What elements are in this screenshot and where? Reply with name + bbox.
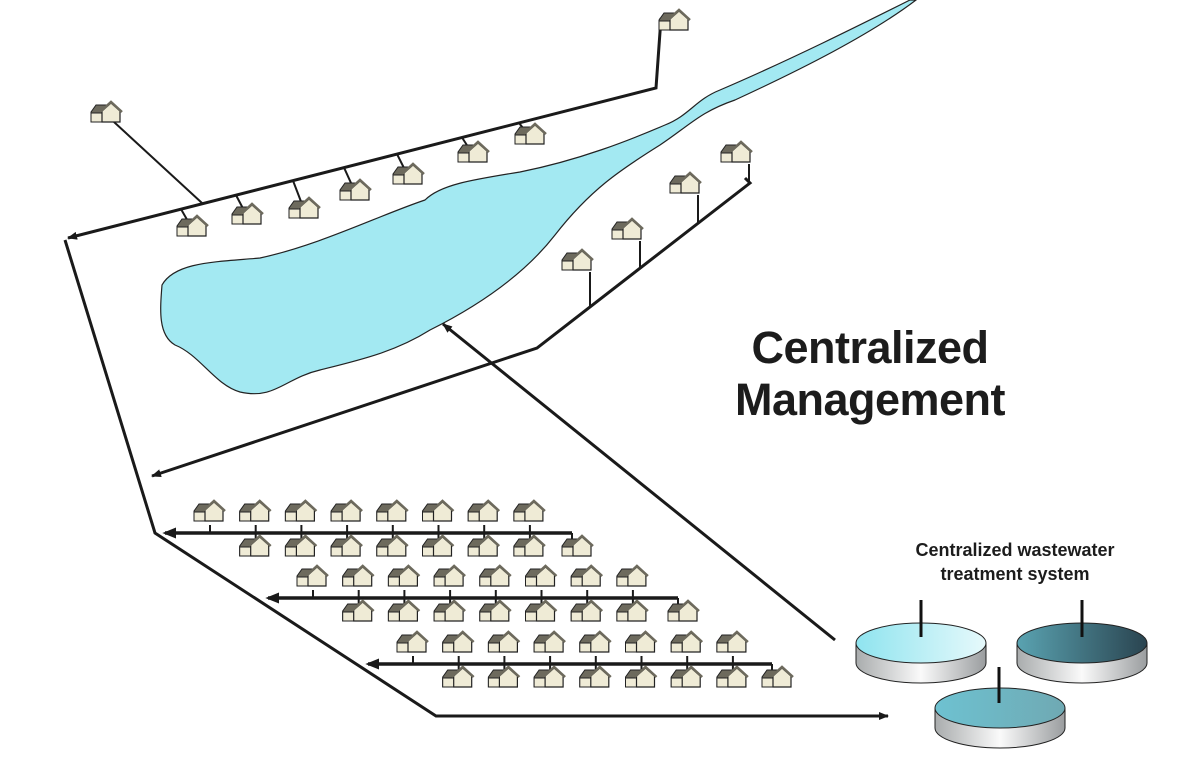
house-icon [387, 564, 421, 588]
house-icon [669, 630, 704, 654]
treatment-label-line-1: Centralized wastewater [915, 540, 1115, 560]
house-icon [760, 665, 795, 689]
treatment-system-label: Centralized wastewater treatment system [870, 538, 1160, 586]
house-icon [715, 630, 750, 654]
house-icon [715, 665, 750, 689]
treatment-tank-2 [1016, 600, 1148, 684]
house-icon [532, 665, 567, 689]
house-icon [341, 599, 375, 623]
house-icon [532, 630, 567, 654]
house-icon [578, 630, 613, 654]
sewer-lines [63, 17, 889, 720]
house-icon [478, 564, 513, 588]
house-icon [89, 100, 124, 124]
house-icon [466, 499, 501, 523]
house-icon [421, 534, 455, 558]
house-icon [615, 599, 650, 623]
house-icon [375, 499, 410, 523]
house-icon [669, 665, 704, 689]
house-icon [624, 630, 658, 654]
title-line-1: Centralized [751, 322, 989, 373]
house-icon [432, 599, 467, 623]
page-title: Centralized Management [700, 322, 1040, 426]
house-icon [238, 499, 272, 523]
house-icon [487, 665, 521, 689]
arrow-icon [162, 527, 176, 539]
house-icon [624, 665, 658, 689]
house-icon [391, 162, 426, 186]
house-icon [569, 564, 604, 588]
title-line-2: Management [734, 374, 1006, 425]
house-icon [192, 499, 227, 523]
house-icon [456, 140, 491, 164]
house-icon [513, 122, 548, 146]
main-trunk-to-treatment-arrow [63, 239, 889, 720]
house-icon [338, 178, 373, 202]
treatment-label-line-2: treatment system [940, 564, 1090, 584]
house-icon [666, 599, 701, 623]
house-icon [441, 665, 475, 689]
house-icon [578, 665, 613, 689]
house-icon [387, 599, 421, 623]
house-icon [610, 217, 645, 241]
house-icon [466, 534, 501, 558]
house-icon [441, 630, 475, 654]
house-icon [615, 564, 650, 588]
house-icon [560, 534, 595, 558]
house-icon [432, 564, 467, 588]
house-icon [478, 599, 513, 623]
house-icon [395, 630, 430, 654]
treatment-tank-3 [934, 667, 1066, 749]
house-icon [175, 214, 210, 238]
house-icon [375, 534, 410, 558]
house-icon [524, 564, 558, 588]
house-icon [295, 564, 330, 588]
house-icon [569, 599, 604, 623]
lake-and-river [160, 0, 917, 395]
house-icon [284, 499, 318, 523]
house-icon [512, 534, 547, 558]
house-icon [421, 499, 455, 523]
arrow-icon [265, 592, 279, 604]
house-icon [487, 630, 521, 654]
north-shore-trunk-arrow [67, 17, 663, 240]
treatment-tank-1 [855, 600, 987, 684]
house-icon [524, 599, 558, 623]
house-icon [284, 534, 318, 558]
house-icon [230, 202, 265, 226]
house-icon [329, 499, 364, 523]
house-icon [329, 534, 364, 558]
house-icon [341, 564, 375, 588]
house-icon [238, 534, 272, 558]
house-icon [287, 196, 322, 220]
house-icon [668, 171, 703, 195]
east-shore-trunk-arrow [151, 176, 753, 478]
arrow-icon [365, 658, 379, 670]
house-icon [719, 140, 754, 164]
house-icon [512, 499, 547, 523]
effluent-return-arrow [442, 322, 836, 642]
house-icon [560, 248, 595, 272]
house-icon [657, 8, 692, 32]
